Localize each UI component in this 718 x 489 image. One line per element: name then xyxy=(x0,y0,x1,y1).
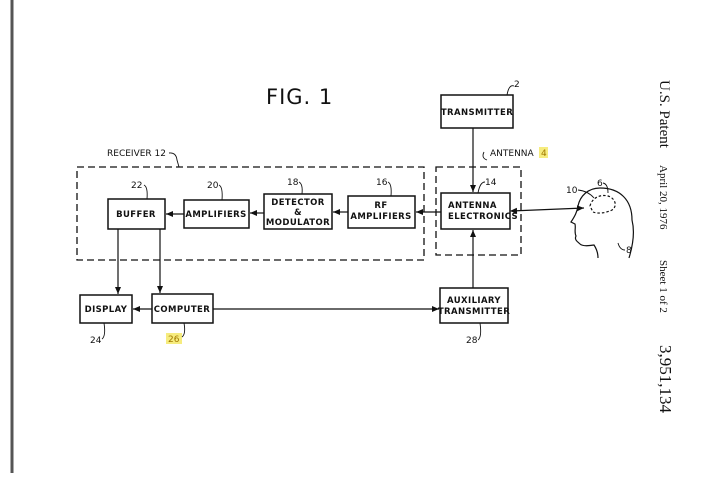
svg-text:&: & xyxy=(294,208,302,218)
ref-14: 14 xyxy=(477,178,497,194)
svg-text:18: 18 xyxy=(287,178,299,188)
patent-header: U.S. Patent April 20, 1976 Sheet 1 of 2 … xyxy=(656,80,675,414)
ref-26: 26 xyxy=(166,322,186,345)
svg-text:DETECTOR: DETECTOR xyxy=(271,198,325,208)
detector-modulator-block: DETECTOR & MODULATOR xyxy=(263,193,333,230)
arrow-antenna-head-link xyxy=(510,205,585,214)
svg-text:BUFFER: BUFFER xyxy=(116,210,156,220)
svg-text:22: 22 xyxy=(131,181,142,191)
computer-block: COMPUTER xyxy=(151,293,214,324)
svg-text:COMPUTER: COMPUTER xyxy=(154,305,210,315)
patent-number: 3,951,134 xyxy=(656,345,675,414)
svg-text:28: 28 xyxy=(466,336,478,346)
sheet-number: Sheet 1 of 2 xyxy=(657,260,669,313)
svg-text:AUXILIARY: AUXILIARY xyxy=(447,296,501,306)
ref-28: 28 xyxy=(466,322,482,346)
transmitter-block: TRANSMITTER xyxy=(440,94,514,129)
ref-18: 18 xyxy=(287,178,303,195)
head-profile-icon xyxy=(570,187,635,259)
display-block: DISPLAY xyxy=(79,294,133,324)
signal-arrows xyxy=(115,128,585,312)
ref-22: 22 xyxy=(131,181,148,200)
receiver-label: RECEIVER 12 xyxy=(107,149,166,159)
patent-office: U.S. Patent xyxy=(656,80,672,149)
figure-title: FIG. 1 xyxy=(266,85,333,109)
svg-text:26: 26 xyxy=(168,335,180,345)
head-reference-labels: 10 6 8 xyxy=(566,179,632,256)
ref-24: 24 xyxy=(90,322,106,346)
antenna-label: ANTENNA 4 xyxy=(482,147,548,161)
svg-text:ANTENNA: ANTENNA xyxy=(448,201,497,211)
svg-text:2: 2 xyxy=(514,80,520,90)
svg-text:MODULATOR: MODULATOR xyxy=(266,218,330,228)
svg-text:20: 20 xyxy=(207,181,219,191)
svg-text:24: 24 xyxy=(90,336,102,346)
antenna-electronics-block: ANTENNA ELECTRONICS xyxy=(440,192,518,230)
ref-20: 20 xyxy=(207,181,223,201)
patent-date: April 20, 1976 xyxy=(657,165,669,230)
svg-text:16: 16 xyxy=(376,178,388,188)
svg-text:10: 10 xyxy=(566,186,578,196)
rf-amplifiers-block: RF AMPLIFIERS xyxy=(347,195,416,229)
amplifiers-block: AMPLIFIERS xyxy=(183,199,250,229)
svg-text:TRANSMITTER: TRANSMITTER xyxy=(438,307,510,317)
auxiliary-transmitter-block: AUXILIARY TRANSMITTER xyxy=(438,287,510,324)
antenna-enclosure xyxy=(435,166,522,256)
buffer-block: BUFFER xyxy=(107,198,166,230)
svg-text:6: 6 xyxy=(597,179,603,189)
ref-16: 16 xyxy=(376,178,392,197)
svg-text:AMPLIFIERS: AMPLIFIERS xyxy=(350,212,411,222)
svg-text:4: 4 xyxy=(541,149,547,159)
svg-text:TRANSMITTER: TRANSMITTER xyxy=(441,108,513,118)
svg-text:DISPLAY: DISPLAY xyxy=(85,305,128,315)
receiver-leader xyxy=(168,152,180,168)
svg-text:RF: RF xyxy=(374,201,387,211)
ref-2: 2 xyxy=(506,80,520,96)
svg-text:ELECTRONICS: ELECTRONICS xyxy=(448,212,518,222)
svg-text:8: 8 xyxy=(626,246,632,256)
svg-text:14: 14 xyxy=(485,178,497,188)
svg-text:AMPLIFIERS: AMPLIFIERS xyxy=(185,210,246,220)
svg-text:ANTENNA: ANTENNA xyxy=(490,149,535,159)
